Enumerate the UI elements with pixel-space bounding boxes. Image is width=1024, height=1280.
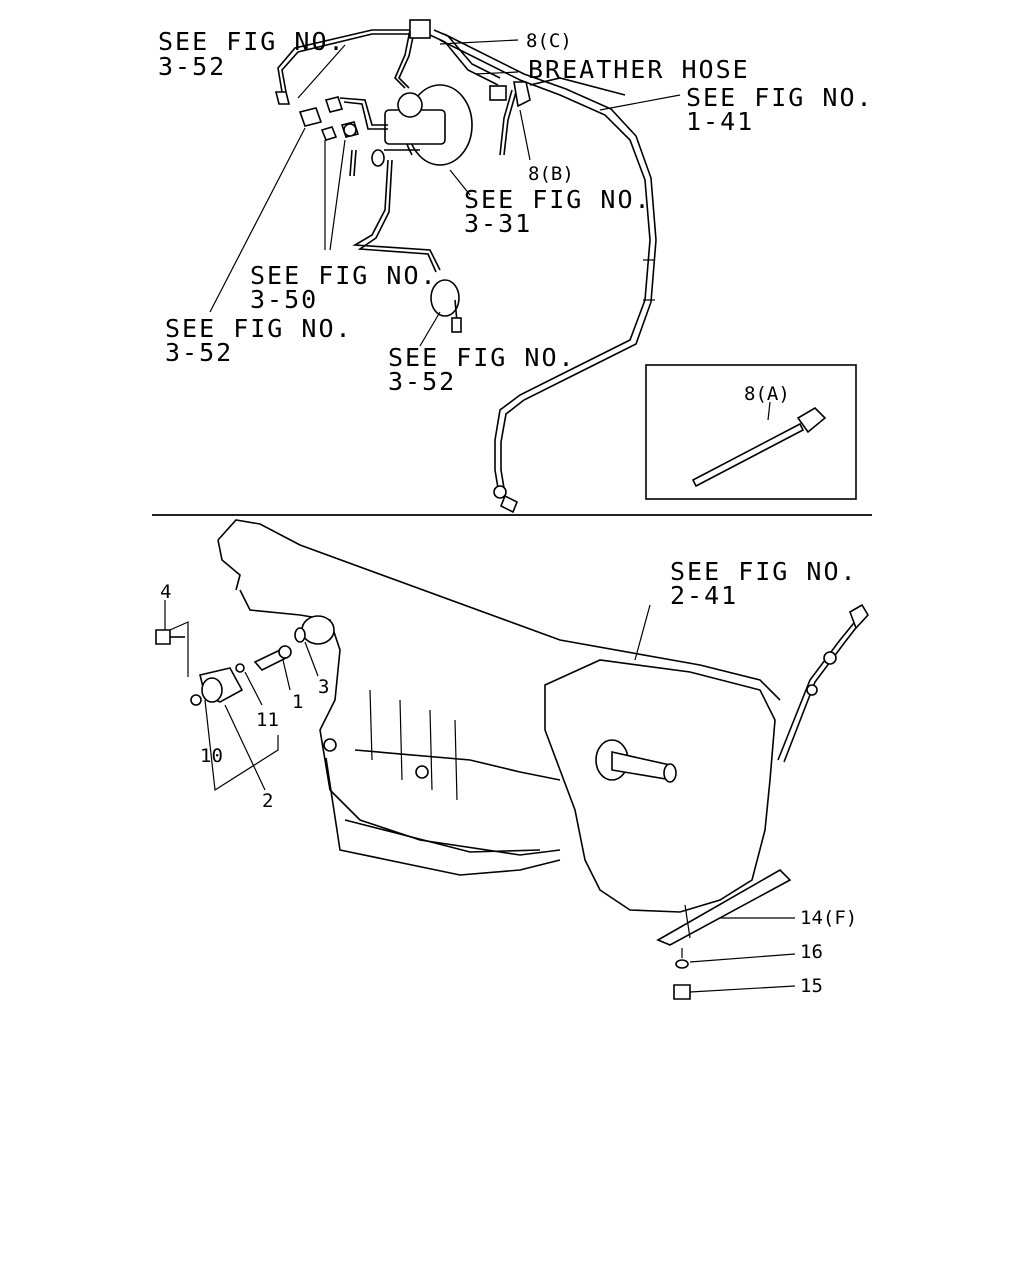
see-fig-number-3-31: 3-31 [464,209,532,238]
washer-and-bolt [673,948,691,1000]
see-fig-label-1-41: SEE FIG NO. [686,83,874,112]
callout-10: 10 [200,745,223,767]
see-fig-number-3-50: 3-50 [250,285,318,314]
fittings [298,96,360,141]
see-fig-number-3-52-left: 3-52 [165,338,233,367]
dust-cover [656,869,792,946]
brake-pipes [274,29,462,333]
see-fig-number-top-left: 3-52 [158,52,226,81]
inset-callout-8a: 8(A) [744,383,790,405]
see-fig-label-3-52-mid: SEE FIG NO. [388,343,576,372]
top-assembly: SEE FIG NO. 3-52 8(C) BREATHER HOSE SEE … [158,19,874,514]
see-fig-label-3-31: SEE FIG NO. [464,185,652,214]
transmission [217,519,781,876]
callout-15: 15 [800,975,823,997]
see-fig-number-3-52-mid: 3-52 [388,367,456,396]
see-fig-label-top-left: SEE FIG NO. [158,27,346,56]
callout-2: 2 [262,790,273,812]
breather-hose-label: BREATHER HOSE [528,55,750,84]
callout-3: 3 [318,676,329,698]
brake-booster [371,84,473,167]
speed-sensor-parts [155,627,306,706]
see-fig-number-1-41: 1-41 [686,107,754,136]
bottom-leaders [164,600,796,993]
see-fig-label-3-52-left: SEE FIG NO. [165,314,353,343]
inset-box: 8(A) [645,364,857,500]
bell-housing [544,659,776,913]
bottom-assembly: SEE FIG NO. 2-41 4 1 3 11 10 2 14(F) 16 … [155,519,869,1000]
callout-8b: 8(B) [528,163,574,185]
see-fig-label-2-41: SEE FIG NO. [670,557,858,586]
callout-8c: 8(C) [526,30,572,52]
see-fig-number-2-41: 2-41 [670,581,738,610]
callout-16: 16 [800,941,823,963]
callout-11: 11 [256,709,279,731]
see-fig-label-3-50: SEE FIG NO. [250,261,438,290]
top-leaders [209,39,681,347]
callout-4: 4 [160,581,171,603]
breather-hose [409,19,531,156]
long-brake-pipe [439,33,657,514]
callout-1: 1 [292,691,303,713]
callout-14f: 14(F) [800,907,857,929]
dipstick-tube [777,603,869,763]
